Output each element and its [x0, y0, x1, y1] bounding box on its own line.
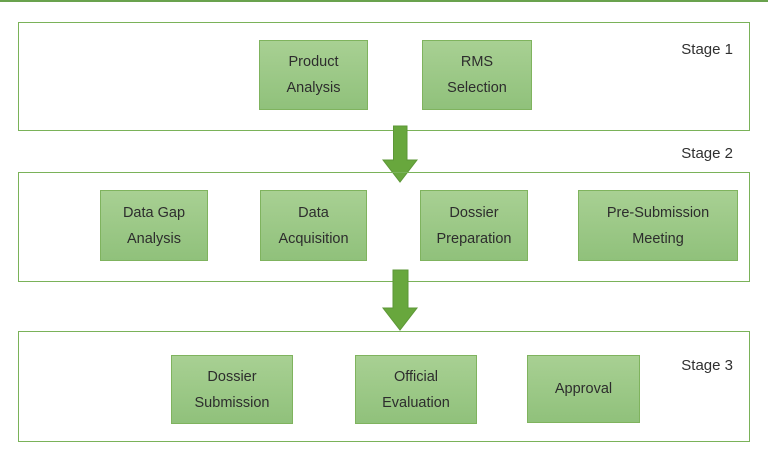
box-data-acquisition-line2: Acquisition	[278, 230, 349, 247]
box-approval: Approval	[527, 355, 640, 423]
stage-2-container	[18, 172, 750, 282]
box-pre-submission-meeting-line2: Meeting	[632, 230, 684, 247]
top-edge-line	[0, 0, 768, 2]
box-official-evaluation-line2: Evaluation	[382, 394, 450, 411]
box-pre-submission-meeting-line1: Pre-Submission	[606, 204, 710, 221]
down-arrow-stage2-to-stage3-icon	[381, 269, 419, 331]
box-pre-submission-meeting: Pre-Submission Meeting	[578, 190, 738, 261]
stage-1-label: Stage 1	[681, 41, 733, 58]
box-dossier-submission: Dossier Submission	[171, 355, 293, 424]
box-rms-selection-line2: Selection	[447, 80, 507, 96]
box-dossier-preparation: Dossier Preparation	[420, 190, 528, 261]
box-rms-selection-line1: RMS	[460, 54, 494, 70]
box-dossier-preparation-line2: Preparation	[436, 230, 512, 247]
box-data-gap-analysis-line1: Data Gap	[122, 204, 186, 221]
box-data-acquisition: Data Acquisition	[260, 190, 367, 261]
stage-3-container	[18, 331, 750, 442]
stage-2-label: Stage 2	[681, 145, 733, 162]
box-dossier-preparation-line1: Dossier	[449, 204, 499, 221]
box-dossier-submission-line2: Submission	[194, 394, 270, 411]
box-approval-line1: Approval	[554, 381, 613, 397]
box-dossier-submission-line1: Dossier	[207, 368, 257, 385]
down-arrow-stage1-to-stage2-icon	[382, 125, 418, 183]
box-product-analysis: Product Analysis	[259, 40, 368, 110]
box-rms-selection: RMS Selection	[422, 40, 532, 110]
box-data-gap-analysis: Data Gap Analysis	[100, 190, 208, 261]
box-official-evaluation-line1: Official	[393, 368, 439, 385]
stage-3-label: Stage 3	[681, 357, 733, 374]
box-product-analysis-line2: Analysis	[286, 80, 341, 96]
box-product-analysis-line1: Product	[288, 54, 339, 70]
box-official-evaluation: Official Evaluation	[355, 355, 477, 424]
stage-1-container	[18, 22, 750, 131]
box-data-acquisition-line1: Data	[298, 204, 329, 221]
box-data-gap-analysis-line2: Analysis	[127, 230, 181, 247]
